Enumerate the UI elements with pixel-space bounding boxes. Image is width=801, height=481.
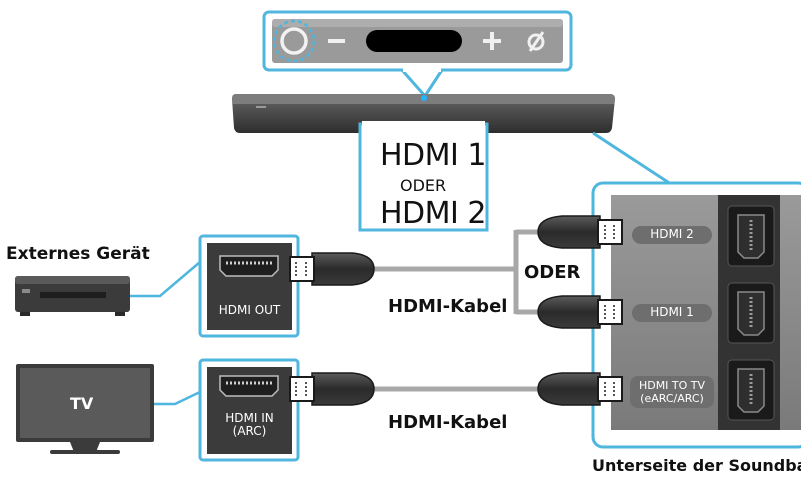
- tv-screen-label: TV: [70, 394, 94, 413]
- hdmi-in-arc-port-label: HDMI IN (ARC): [225, 411, 274, 438]
- hdmi1-port-icon: [727, 282, 775, 344]
- plug-hdmi-to-tv-icon: [537, 372, 623, 406]
- bottom-cable-label: HDMI-Kabel: [388, 412, 508, 433]
- plug-hdmi-in-icon: [289, 372, 375, 406]
- tv-icon: [16, 364, 154, 454]
- minus-icon: [328, 39, 345, 43]
- hdmi-to-tv-label-pill: [630, 376, 714, 408]
- hdmi-to-tv-port-icon: [727, 359, 775, 421]
- hdmi-in-arc-port-box: [198, 358, 300, 462]
- zoom-pointer: [398, 68, 445, 99]
- hdmi2-port-label: HDMI 2: [650, 227, 694, 241]
- top-cable-label: HDMI-Kabel: [388, 296, 508, 317]
- hdmi-out-port-label: HDMI OUT: [218, 303, 281, 317]
- plug-hdmi1-icon: [537, 295, 623, 329]
- external-device-icon: [15, 276, 130, 316]
- rear-panel-pointer: [592, 131, 681, 192]
- hdmi-choice-callout: [358, 121, 489, 232]
- hdmi2-port-icon: [727, 205, 775, 267]
- plug-hdmi-out-icon: [289, 252, 375, 286]
- external-device-pointer: [130, 261, 201, 298]
- hdmi1-label-pill: [632, 304, 712, 322]
- soundbar-control-zoom: [262, 10, 573, 72]
- mic-off-icon: [527, 31, 545, 52]
- tv-pointer: [154, 390, 201, 406]
- plug-hdmi2-icon: [537, 215, 623, 249]
- external-device-label: Externes Gerät: [6, 244, 150, 264]
- hdmi2-option-label: HDMI 2: [380, 196, 487, 231]
- hdmi-to-tv-port-label: HDMI TO TV (eARC/ARC): [638, 379, 706, 405]
- hdmi1-port-label: HDMI 1: [650, 305, 694, 319]
- hdmi-out-port-box: [198, 234, 300, 338]
- oder-option-label: ODER: [400, 176, 447, 195]
- oder-cable-label: ODER: [524, 262, 581, 283]
- soundbar-body: [232, 94, 615, 133]
- rear-panel: [591, 181, 801, 449]
- rear-panel-caption: Unterseite der Soundbar: [592, 456, 801, 475]
- plus-icon: [483, 32, 501, 50]
- power-button-icon: [272, 19, 316, 63]
- hdmi2-label-pill: [632, 226, 712, 244]
- hdmi1-option-label: HDMI 1: [380, 138, 487, 173]
- display-pill: [366, 30, 462, 52]
